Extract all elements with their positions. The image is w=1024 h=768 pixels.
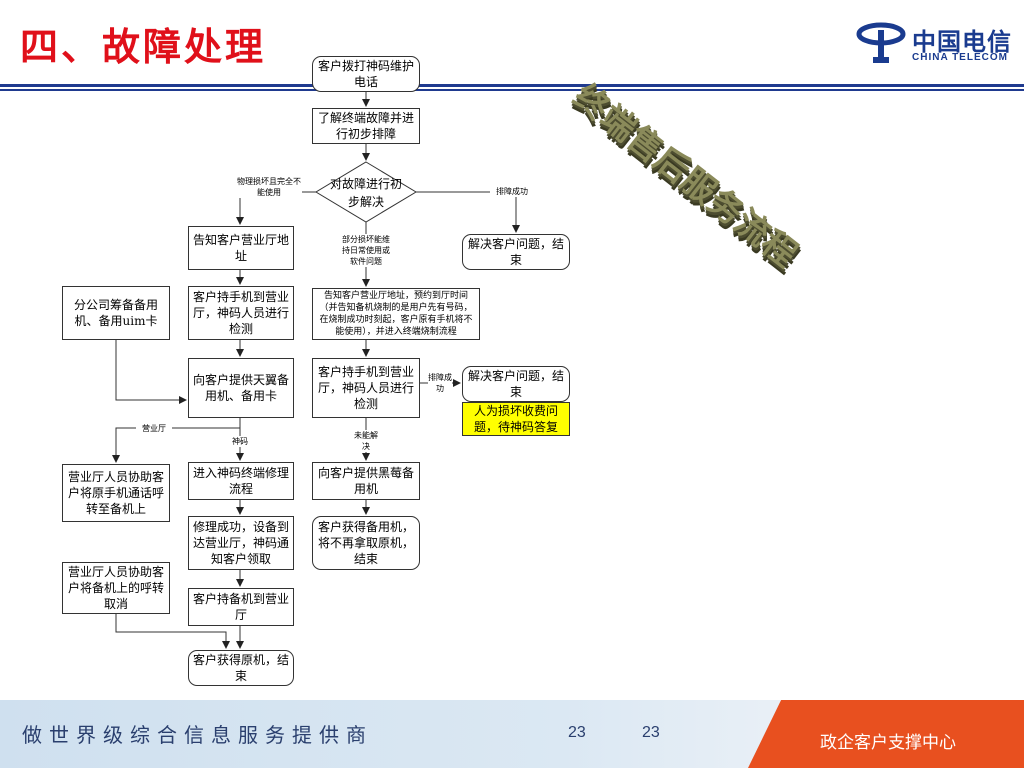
edge-label-store: 营业厅 <box>136 423 172 434</box>
footer-org-name: 政企客户支撑中心 <box>820 733 956 753</box>
flow-node-bring-phone: 客户持手机到营业厅，神码人员进行检测 <box>188 286 294 340</box>
edge-label-unresolved: 未能解决 <box>354 430 378 452</box>
flow-node-diagnose: 了解终端故障并进行初步排障 <box>312 108 420 144</box>
flow-node-resolved-end: 解决客户问题，结束 <box>462 234 570 270</box>
page-number: 23 <box>568 724 586 741</box>
logo-text-en: CHINA TELECOM <box>912 52 1008 63</box>
flow-node-cancel-forward: 营业厅人员协助客户将备机上的呼转取消 <box>62 562 170 614</box>
flow-node-branch-prep: 分公司筹备备用机、备用uim卡 <box>62 286 170 340</box>
page-title: 四、故障处理 <box>20 25 267 69</box>
flow-node-inform-address: 告知客户营业厅地址 <box>188 226 294 270</box>
flow-node-keep-backup-end: 客户获得备用机，将不再拿取原机，结束 <box>312 516 420 570</box>
edge-label-shenma: 神码 <box>226 436 254 447</box>
flow-node-appointment: 告知客户营业厅地址，预约到厅时间（并告知备机烧制的是用户先有号码，在烧制成功时刻… <box>312 288 480 340</box>
edge-label-fix-success: 排障成功 <box>490 186 534 197</box>
edge-label-partial-damage: 部分损坏能维持日常使用或软件问题 <box>340 234 392 267</box>
flow-node-repair-done: 修理成功，设备到达营业厅，神码通知客户领取 <box>188 516 294 570</box>
footer-accent <box>748 700 1024 768</box>
flow-node-resolved-end-2: 解决客户问题，结束 <box>462 366 570 402</box>
flow-decision-initial-fix: 对故障进行初步解决 <box>329 177 402 209</box>
flow-node-start-call: 客户拨打神码维护电话 <box>312 56 420 92</box>
edge-label-fix-success-2: 排障成功 <box>428 372 452 394</box>
flow-node-bring-phone-2: 客户持手机到营业厅，神码人员进行检测 <box>312 358 420 418</box>
footer-slogan: 做世界级综合信息服务提供商 <box>22 723 373 747</box>
flow-node-provide-tianyi: 向客户提供天翼备用机、备用卡 <box>188 358 294 418</box>
flow-node-bring-backup: 客户持备机到营业厅 <box>188 588 294 626</box>
header-rule <box>0 84 1024 87</box>
flow-node-damage-fee: 人为损坏收费问题，待神码答复 <box>462 402 570 436</box>
header-rule-2 <box>0 89 1024 91</box>
flow-node-get-original-end: 客户获得原机，结束 <box>188 650 294 686</box>
edge-label-physical-damage: 物理损坏且完全不能使用 <box>236 176 302 198</box>
page-number-2: 23 <box>642 724 660 741</box>
china-telecom-logo-icon <box>856 22 906 63</box>
flow-node-call-forward: 营业厅人员协助客户将原手机通话呼转至备机上 <box>62 464 170 522</box>
logo-text-cn: 中国电信 <box>912 28 1012 56</box>
flow-node-provide-blackberry: 向客户提供黑莓备用机 <box>312 462 420 500</box>
flow-node-repair-flow: 进入神码终端修理流程 <box>188 462 294 500</box>
